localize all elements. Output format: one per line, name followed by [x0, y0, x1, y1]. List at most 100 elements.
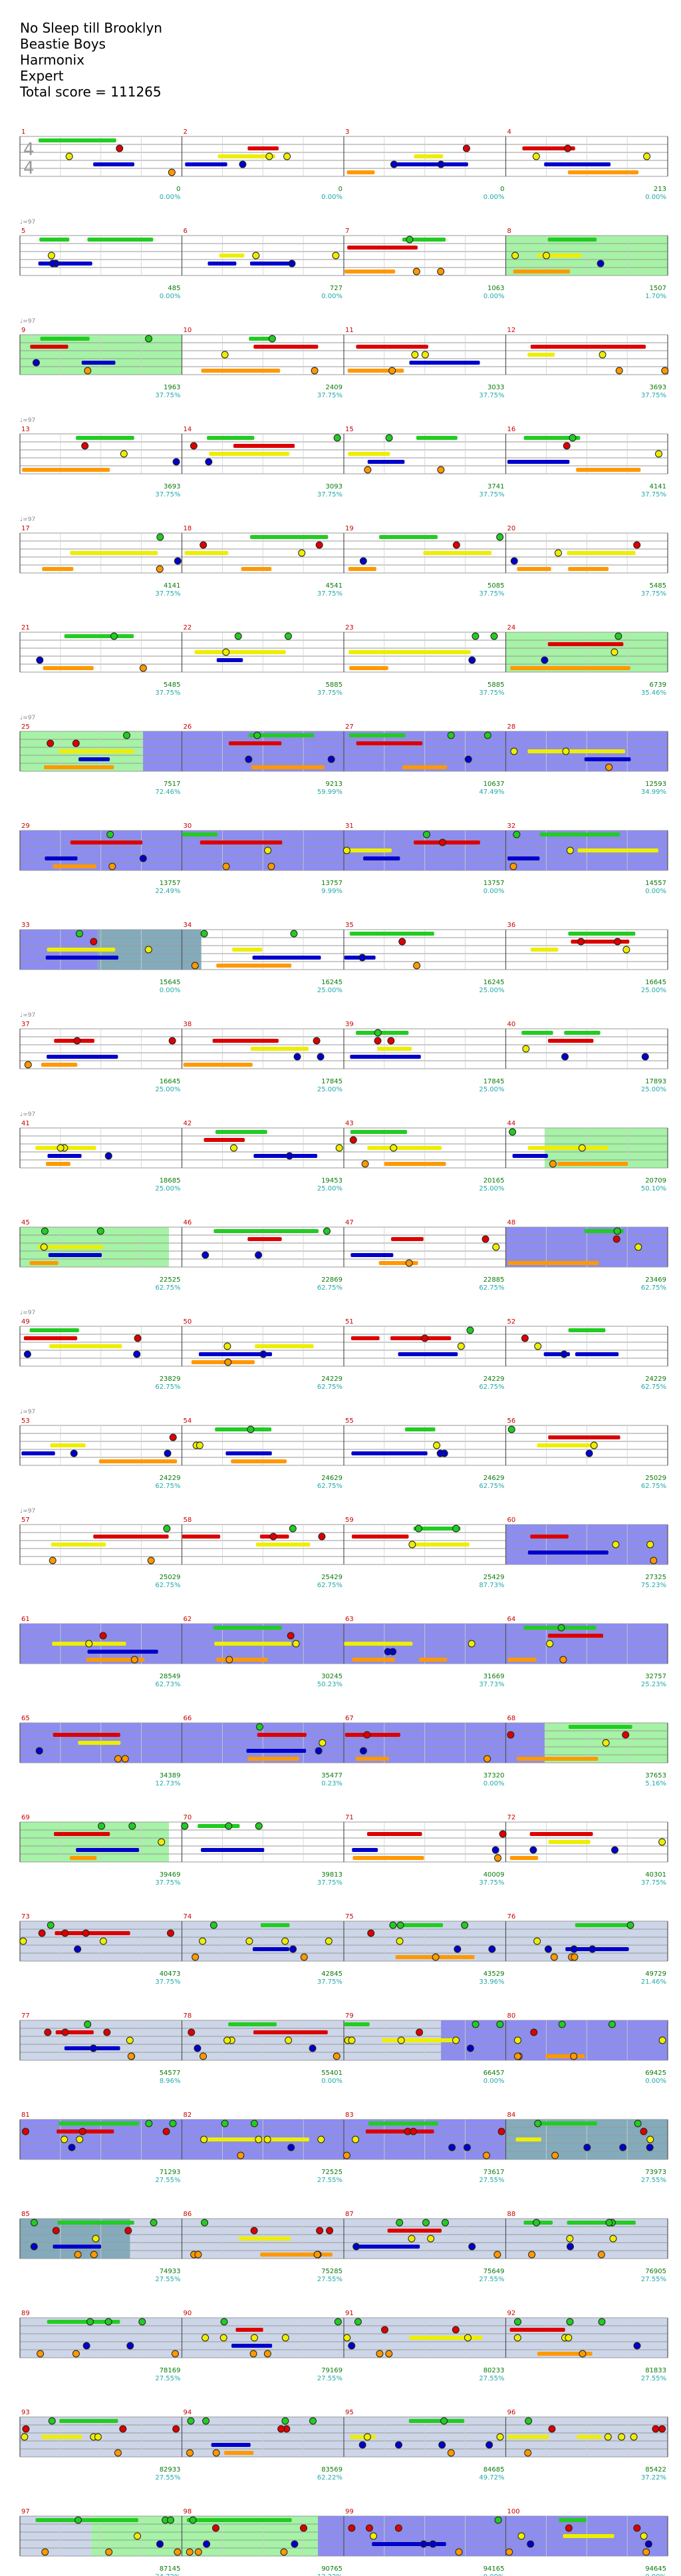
note-gem	[73, 1037, 81, 1045]
measure-number: 66	[184, 1715, 192, 1722]
note-gem	[650, 1557, 658, 1564]
measure-percent: 0.00%	[483, 2573, 505, 2576]
note-gem	[38, 1929, 46, 1937]
note-gem	[492, 1243, 500, 1251]
sustain-bar	[47, 1055, 118, 1059]
sustain-bar	[185, 162, 227, 166]
note-gem	[94, 2433, 102, 2441]
sustain-bar	[47, 948, 116, 952]
measure-score: 39469	[160, 1871, 181, 1879]
note-gem	[65, 152, 73, 160]
chart-row: 33156450.00%341624525.00%351624525.00%36…	[19, 922, 668, 994]
note-gem	[485, 2441, 493, 2449]
note-gem	[156, 565, 164, 573]
measure-percent: 37.75%	[317, 1978, 342, 1986]
measure-number: 58	[184, 1517, 192, 1524]
note-gem	[429, 2540, 437, 2548]
measure-score: 4541	[326, 582, 342, 590]
measure-score: 76905	[645, 2268, 666, 2275]
note-gem	[658, 2425, 666, 2433]
note-gem	[622, 1731, 630, 1739]
sustain-bar	[537, 2352, 593, 2356]
note-gem	[614, 938, 622, 946]
measure-score: 40301	[645, 1871, 666, 1879]
note-gem	[133, 1350, 141, 1358]
measure-score: 19453	[321, 1177, 342, 1185]
measure-score: 35477	[321, 1772, 342, 1779]
measure-percent: 34.99%	[641, 789, 666, 796]
measure-number: 71	[345, 1814, 354, 1821]
note-gem	[263, 2135, 271, 2143]
measure-score: 27325	[645, 1574, 666, 1581]
note-gem	[633, 2342, 641, 2350]
sustain-bar	[384, 1162, 446, 1166]
note-gem	[139, 854, 147, 862]
measure-percent: 62.75%	[317, 1383, 342, 1391]
measure-score: 79169	[321, 2367, 342, 2374]
note-gem	[22, 2425, 30, 2433]
measure-score: 69425	[645, 2070, 666, 2077]
sustain-bar	[521, 1031, 553, 1035]
measure-percent: 37.75%	[479, 689, 504, 697]
measure-number: 32	[507, 823, 516, 830]
measure-number: 23	[345, 624, 354, 632]
sustain-bar	[344, 1642, 413, 1646]
note-gem	[613, 1235, 620, 1243]
sustain-bar	[422, 2336, 483, 2340]
measure-percent: 25.23%	[641, 1681, 666, 1688]
note-gem	[300, 2524, 308, 2532]
measure-score: 22525	[160, 1276, 181, 1284]
measure-number: 100	[507, 2508, 520, 2515]
sustain-bar	[55, 2030, 94, 2034]
note-gem	[318, 1533, 326, 1541]
note-gem	[437, 160, 445, 168]
tempo-label: ♩=97	[20, 417, 35, 424]
measure-score: 20709	[645, 1177, 666, 1185]
sustain-bar	[252, 956, 321, 960]
note-gem	[342, 2151, 350, 2159]
measure-number: 51	[345, 1318, 354, 1326]
measure-number: 14	[184, 426, 192, 433]
tempo-label: ♩=97	[20, 1012, 35, 1019]
note-gem	[104, 2318, 112, 2326]
measure-percent: 27.55%	[641, 2276, 666, 2283]
sustain-bar	[356, 345, 428, 349]
note-gem	[564, 144, 572, 152]
note-gem	[565, 2334, 573, 2342]
sustain-bar	[215, 1130, 267, 1134]
measure-number: 36	[507, 922, 516, 929]
song-header: No Sleep till Brooklyn Beastie Boys Harm…	[20, 20, 162, 100]
measure-percent: 62.75%	[155, 1383, 180, 1391]
measure-score: 73973	[645, 2169, 666, 2176]
sustain-bar	[402, 238, 446, 242]
note-gem	[99, 1632, 107, 1640]
sustain-bar	[365, 2129, 434, 2133]
note-gem	[250, 2334, 258, 2342]
sustain-bar	[382, 2038, 457, 2042]
measure-number: 99	[345, 2508, 354, 2515]
note-gem	[448, 2143, 456, 2151]
note-gem	[309, 2044, 317, 2052]
measure-percent: 25.00%	[641, 987, 666, 994]
sustain-bar	[548, 1039, 594, 1043]
note-gem	[359, 1747, 367, 1755]
note-gem	[438, 838, 446, 846]
measure-percent: 25.00%	[155, 1086, 180, 1093]
measure-score: 37653	[645, 1772, 666, 1779]
sustain-bar	[547, 642, 624, 646]
note-gem	[110, 632, 118, 640]
note-gem	[316, 2227, 324, 2235]
sustain-bar	[86, 1658, 145, 1662]
note-gem	[602, 1739, 610, 1747]
note-gem	[188, 2028, 196, 2036]
tempo-label: ♩=97	[20, 318, 35, 325]
chart-row: ♩=97572502962.75%582542962.75%592542987.…	[19, 1508, 668, 1589]
note-gem	[533, 1937, 541, 1945]
time-signature-top: 4	[23, 140, 35, 160]
sustain-bar	[211, 840, 283, 844]
sustain-bar	[260, 2253, 333, 2257]
measure-number: 8	[507, 228, 511, 235]
note-gem	[408, 1541, 416, 1549]
note-gem	[494, 2516, 502, 2524]
sustain-bar	[576, 468, 641, 472]
